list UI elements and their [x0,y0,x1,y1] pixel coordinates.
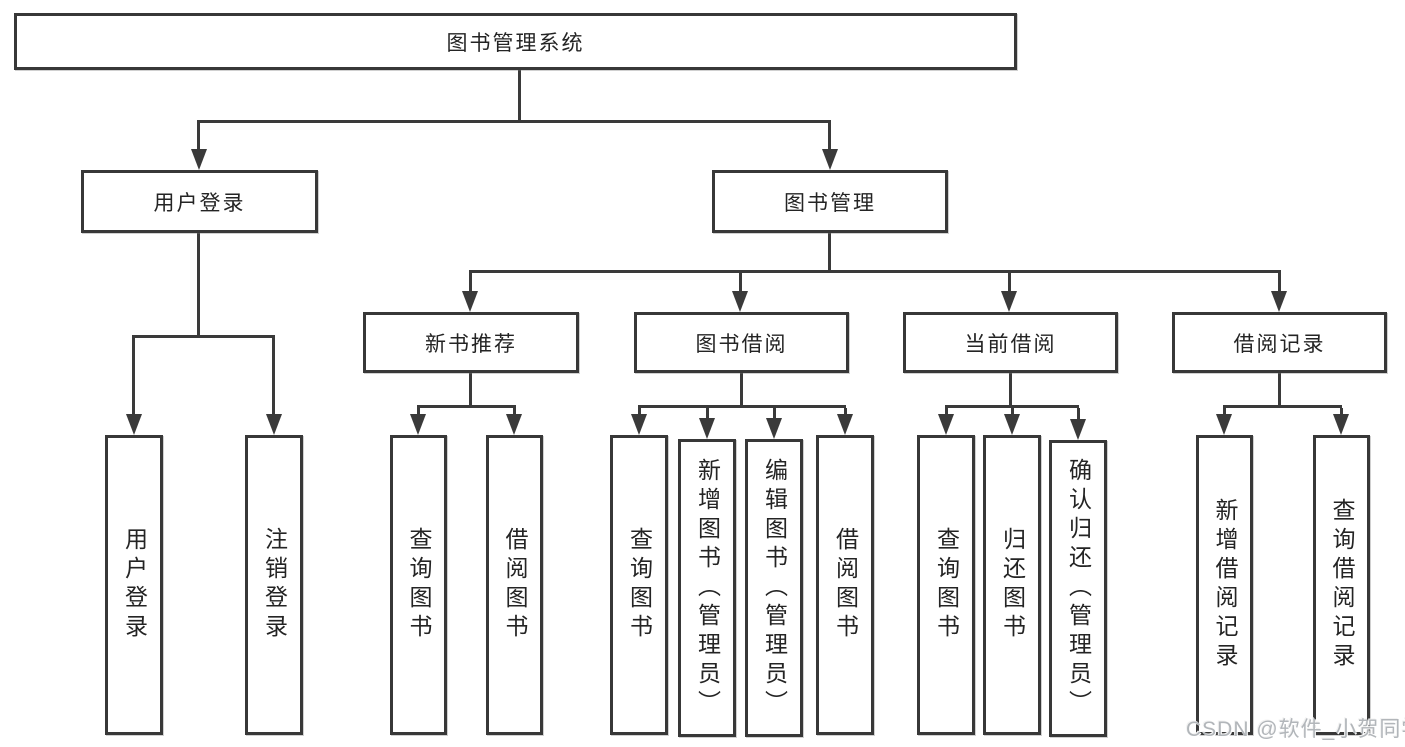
node-book-borrow-label: 图书借阅 [695,332,788,356]
leaf-recommend-query-book-label: 查询图书 [406,527,432,643]
arrow-down-icon [732,291,748,312]
leaf-current-return-book-label: 归还图书 [999,527,1026,643]
leaf-records-add-record-label: 新增借阅记录 [1212,498,1238,672]
connector-line [1011,408,1014,415]
connector-line [197,233,200,337]
leaf-borrow-borrow-book-label: 借阅图书 [832,527,859,643]
connector-line [638,408,641,415]
leaf-current-return-book: 归还图书 [983,435,1041,735]
node-new-book-recommend-label: 新书推荐 [425,332,517,356]
connector-line [417,408,420,415]
arrow-down-icon [462,291,478,312]
connector-line [773,408,776,419]
node-current-borrow-label: 当前借阅 [964,332,1057,356]
connector-line [132,335,275,338]
node-borrow-records-label: 借阅记录 [1233,332,1326,356]
leaf-current-confirm-return-admin-label: 确认归还（管理员） [1065,458,1092,719]
connector-line [1278,273,1281,292]
leaf-recommend-borrow-book: 借阅图书 [486,435,543,735]
node-borrow-records: 借阅记录 [1172,312,1387,373]
leaf-records-add-record: 新增借阅记录 [1196,435,1253,735]
connector-line [828,123,831,151]
connector-line [945,408,948,415]
connector-line [1223,405,1342,408]
leaf-recommend-query-book: 查询图书 [390,435,447,735]
connector-line [513,408,516,415]
connector-line [417,405,516,408]
node-user-login-label: 用户登录 [153,191,246,215]
node-root-label: 图书管理系统 [446,31,585,55]
connector-line [1008,273,1011,292]
arrow-down-icon [506,414,522,435]
leaf-user-login-label: 用户登录 [121,527,148,643]
connector-line [469,270,1281,273]
node-new-book-recommend: 新书推荐 [363,312,579,373]
arrow-down-icon [837,414,853,435]
connector-line [518,70,521,122]
connector-line [1223,408,1226,415]
connector-line [1077,408,1080,420]
connector-line [740,373,743,407]
connector-line [706,408,709,419]
node-user-login: 用户登录 [81,170,318,233]
leaf-records-query-record: 查询借阅记录 [1313,435,1370,735]
arrow-down-icon [1271,291,1287,312]
arrow-down-icon [410,414,426,435]
arrow-down-icon [1333,414,1349,435]
connector-line [1340,408,1343,415]
node-book-borrow: 图书借阅 [634,312,849,373]
connector-line [1278,373,1281,407]
leaf-borrow-edit-book-admin-label: 编辑图书（管理员） [761,457,788,719]
arrow-down-icon [1216,414,1232,435]
arrow-down-icon [1001,291,1017,312]
connector-line [132,338,135,415]
leaf-user-login: 用户登录 [105,435,163,735]
arrow-down-icon [1004,414,1020,435]
connector-line [828,233,831,272]
leaf-logout-label: 注销登录 [261,527,288,643]
leaf-borrow-borrow-book: 借阅图书 [816,435,874,735]
leaf-borrow-add-book-admin: 新增图书（管理员） [678,439,736,737]
arrow-down-icon [699,418,715,439]
connector-line [945,405,1079,408]
leaf-current-query-book-label: 查询图书 [933,527,960,643]
connector-line [844,408,847,415]
connector-line [197,123,200,151]
leaf-borrow-add-book-admin-label: 新增图书（管理员） [694,457,721,719]
leaf-recommend-borrow-book-label: 借阅图书 [502,527,528,643]
arrow-down-icon [631,414,647,435]
connector-line [197,120,831,123]
leaf-current-confirm-return-admin: 确认归还（管理员） [1049,440,1107,737]
leaf-logout: 注销登录 [245,435,303,735]
leaf-borrow-query-book: 查询图书 [610,435,668,735]
arrow-down-icon [266,414,282,435]
node-book-management: 图书管理 [712,170,948,233]
connector-line [739,273,742,292]
connector-line [469,373,472,407]
watermark: CSDN @软件_小贺同学 [1186,718,1405,741]
connector-line [272,338,275,415]
connector-line [638,405,846,408]
arrow-down-icon [126,414,142,435]
arrow-down-icon [822,149,838,170]
node-root: 图书管理系统 [14,13,1017,70]
leaf-records-query-record-label: 查询借阅记录 [1329,498,1355,672]
connector-line [1009,373,1012,407]
node-current-borrow: 当前借阅 [903,312,1118,373]
leaf-borrow-edit-book-admin: 编辑图书（管理员） [745,439,803,737]
leaf-borrow-query-book-label: 查询图书 [626,527,653,643]
arrow-down-icon [766,418,782,439]
connector-line [469,273,472,292]
leaf-current-query-book: 查询图书 [917,435,975,735]
arrow-down-icon [1070,419,1086,440]
arrow-down-icon [191,149,207,170]
node-book-management-label: 图书管理 [784,191,876,215]
arrow-down-icon [938,414,954,435]
